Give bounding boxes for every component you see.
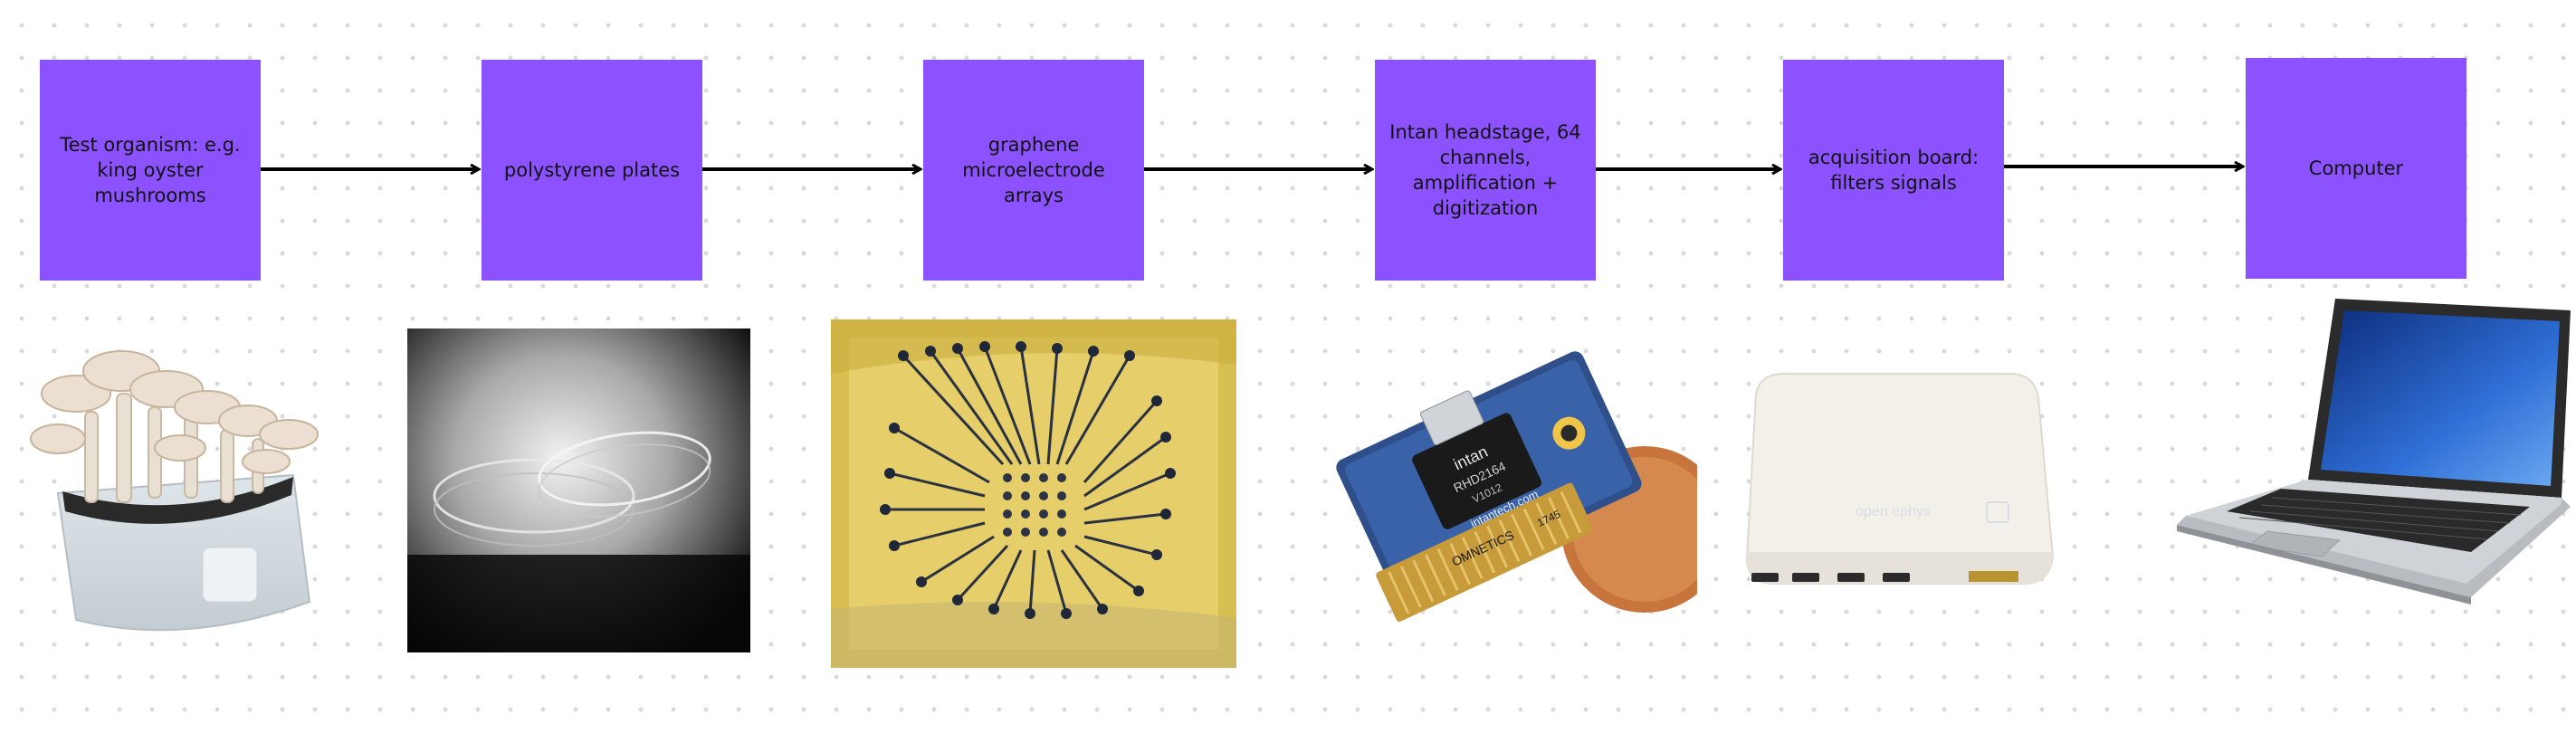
- step-box-polystyrene-plates: polystyrene plates: [482, 60, 702, 281]
- headstage-photo: intan RHD2164 V1012 OMNETICS 1745 intant…: [1336, 351, 1697, 622]
- step-box-acquisition-board: acquisition board: filters signals: [1783, 60, 2004, 281]
- electrode-array-photo: [831, 319, 1236, 668]
- step-box-computer: Computer: [2246, 58, 2466, 279]
- laptop-photo: [2177, 299, 2571, 604]
- step-label: acquisition board: filters signals: [1808, 147, 1980, 194]
- board-logo-text: open ephys: [1856, 504, 1931, 519]
- step-box-intan-headstage: Intan headstage, 64 channels, amplificat…: [1375, 60, 1596, 281]
- step-box-test-organism: Test organism: e.g. king oyster mushroom…: [40, 60, 261, 281]
- acquisition-board-photo: open ephys: [1745, 373, 2055, 585]
- step-label: graphene microelectrode arrays: [962, 134, 1105, 206]
- step-label: Computer: [2308, 157, 2404, 179]
- mushroom-photo: [30, 350, 319, 632]
- petri-dish-photo: [407, 328, 750, 652]
- step-label: Test organism: e.g. king oyster mushroom…: [60, 134, 241, 206]
- step-box-graphene-arrays: graphene microelectrode arrays: [923, 60, 1144, 281]
- step-label: Intan headstage, 64 channels, amplificat…: [1389, 121, 1581, 219]
- step-label: polystyrene plates: [503, 159, 681, 181]
